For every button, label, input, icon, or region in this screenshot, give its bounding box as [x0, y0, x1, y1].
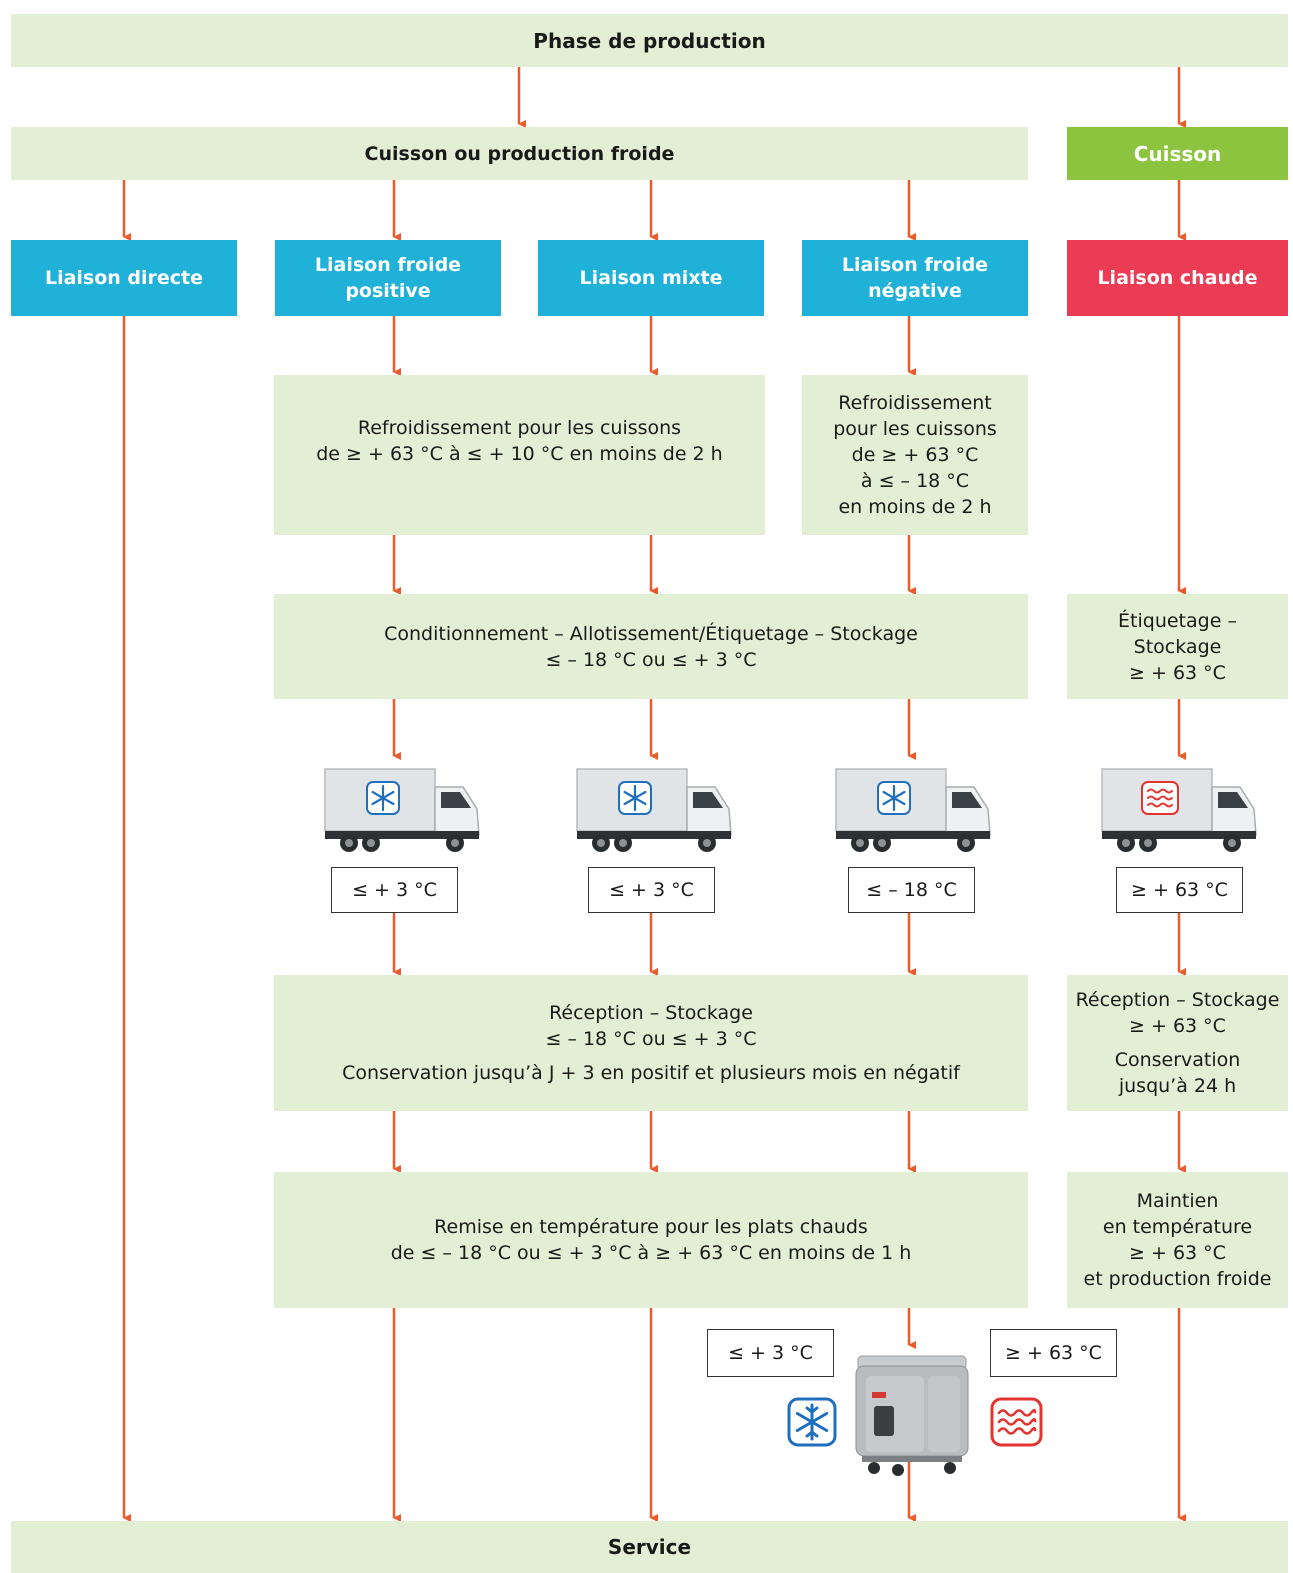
cooling-negative-line1: Refroidissement [838, 392, 992, 414]
cooling-negative-line4: à ≤ – 18 °C [860, 470, 970, 492]
truck-temp-froide-negative: ≤ – 18 °C [848, 867, 975, 913]
refrigerated-truck-icon [835, 768, 991, 852]
reception-cold-line2: ≤ – 18 °C ou ≤ + 3 °C [545, 1028, 757, 1050]
conditioning-box: Conditionnement – Allotissement/Étiqueta… [274, 594, 1028, 699]
truck-temp-chaude: ≥ + 63 °C [1116, 867, 1243, 913]
labeling-line1: Étiquetage – [1118, 609, 1237, 632]
cooling-negative-line2: pour les cuissons [833, 418, 997, 440]
cooling-negative-box: Refroidissement pour les cuissons de ≥ +… [802, 375, 1028, 535]
reception-hot-box: Réception – Stockage ≥ + 63 °C Conservat… [1067, 975, 1288, 1111]
liaison-directe-box: Liaison directe [11, 240, 237, 316]
holding-temperature-box: Maintien en température ≥ + 63 °C et pro… [1067, 1172, 1288, 1308]
holding-line1: Maintien [1136, 1190, 1219, 1212]
labeling-line2: Stockage [1133, 635, 1222, 658]
liaison-mixte-box: Liaison mixte [538, 240, 764, 316]
reception-hot-line1: Réception – Stockage [1075, 989, 1280, 1011]
reception-cold-line1: Réception – Stockage [549, 1002, 753, 1024]
reception-cold-box: Réception – Stockage ≤ – 18 °C ou ≤ + 3 … [274, 975, 1028, 1111]
truck-temp-mixte: ≤ + 3 °C [588, 867, 715, 913]
reception-hot-line3: Conservation [1114, 1049, 1241, 1071]
cooling-positive-line1: Refroidissement pour les cuissons [357, 417, 682, 439]
snowflake-icon [618, 781, 652, 815]
liaison-froide-negative-line2: négative [868, 280, 962, 302]
reception-hot-line4: jusqu’à 24 h [1118, 1075, 1237, 1097]
reheating-box: Remise en température pour les plats cha… [274, 1172, 1028, 1308]
liaison-chaude-box: Liaison chaude [1067, 240, 1288, 316]
heat-waves-icon [1141, 781, 1179, 815]
liaison-froide-positive-line2: positive [345, 280, 431, 302]
heated-truck-icon [1101, 768, 1257, 852]
reception-cold-line3: Conservation jusqu’à J + 3 en positif et… [342, 1062, 960, 1084]
liaison-froide-positive-box: Liaison froide positive [275, 240, 501, 316]
service-box: Service [11, 1521, 1288, 1573]
cart-temp-cold: ≤ + 3 °C [707, 1329, 834, 1377]
conditioning-line1: Conditionnement – Allotissement/Étiqueta… [384, 622, 918, 645]
cooling-negative-line3: de ≥ + 63 °C [851, 444, 979, 466]
cart-temp-hot: ≥ + 63 °C [990, 1329, 1117, 1377]
refrigerated-truck-icon [576, 768, 732, 852]
holding-line4: et production froide [1083, 1268, 1272, 1290]
cooling-negative-line5: en moins de 2 h [838, 496, 992, 518]
labeling-line3: ≥ + 63 °C [1129, 661, 1226, 684]
liaison-froide-positive-line1: Liaison froide [314, 254, 462, 276]
cooking-or-cold-production-box: Cuisson ou production froide [11, 127, 1028, 180]
snowflake-icon [877, 781, 911, 815]
labeling-storage-box: Étiquetage – Stockage ≥ + 63 °C [1067, 594, 1288, 699]
cooling-positive-box: Refroidissement pour les cuissons de ≥ +… [274, 375, 765, 535]
thermal-cart-icon [855, 1355, 969, 1476]
truck-temp-froide-positive: ≤ + 3 °C [331, 867, 458, 913]
cooling-positive-line2: de ≥ + 63 °C à ≤ + 10 °C en moins de 2 h [316, 443, 723, 465]
production-phase-header: Phase de production [11, 14, 1288, 67]
snowflake-icon [787, 1397, 837, 1447]
cooking-box: Cuisson [1067, 127, 1288, 180]
holding-line3: ≥ + 63 °C [1129, 1242, 1226, 1264]
heat-waves-icon [990, 1397, 1043, 1447]
reheating-line1: Remise en température pour les plats cha… [434, 1216, 868, 1238]
reception-hot-line2: ≥ + 63 °C [1129, 1015, 1226, 1037]
snowflake-icon [366, 781, 400, 815]
liaison-froide-negative-box: Liaison froide négative [802, 240, 1028, 316]
conditioning-line2: ≤ – 18 °C ou ≤ + 3 °C [545, 648, 757, 671]
refrigerated-truck-icon [324, 768, 480, 852]
liaison-froide-negative-line1: Liaison froide [841, 254, 989, 276]
reheating-line2: de ≤ – 18 °C ou ≤ + 3 °C à ≥ + 63 °C en … [390, 1242, 912, 1264]
holding-line2: en température [1102, 1216, 1253, 1238]
